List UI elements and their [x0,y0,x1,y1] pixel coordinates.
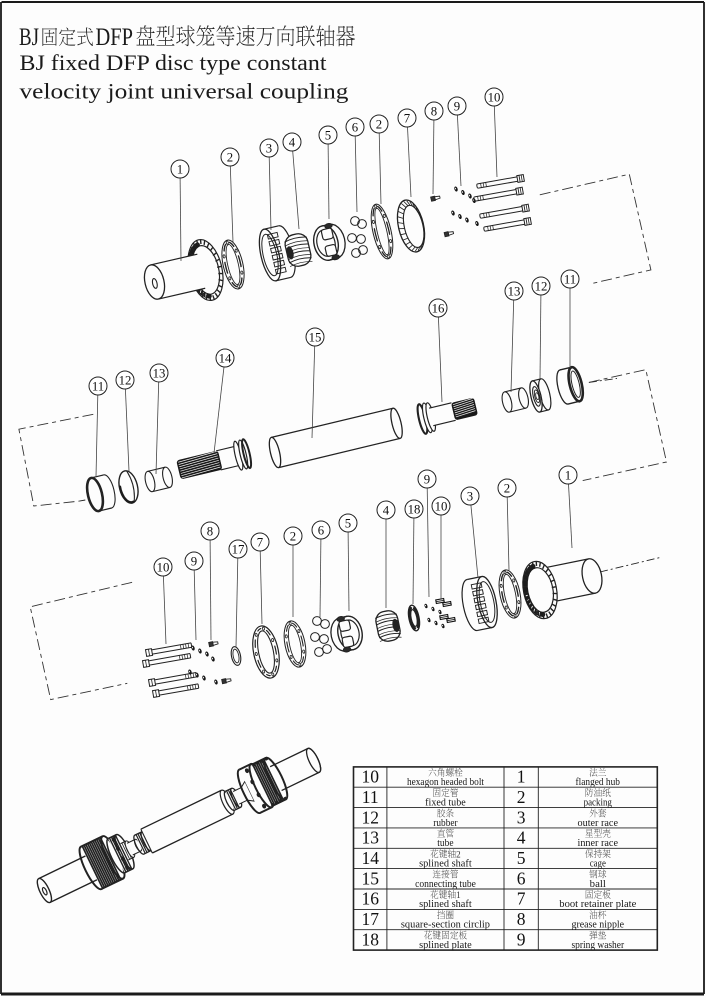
svg-text:15: 15 [361,868,379,888]
svg-text:6: 6 [318,523,325,537]
svg-text:2: 2 [504,481,510,495]
svg-text:17: 17 [232,542,245,556]
svg-text:1: 1 [565,468,571,482]
svg-text:10: 10 [435,499,448,513]
svg-text:boot retainer plate: boot retainer plate [559,899,637,910]
svg-text:16: 16 [361,889,379,909]
svg-text:BJ fixed DFP disc type constan: BJ fixed DFP disc type constant [20,50,327,75]
svg-text:fixed tube: fixed tube [425,798,466,809]
svg-text:6: 6 [352,120,359,134]
svg-text:12: 12 [535,279,548,293]
svg-text:BJ: BJ [19,24,39,51]
svg-text:4: 4 [289,135,296,149]
svg-text:grease nipple: grease nipple [572,920,625,931]
svg-text:11: 11 [92,379,104,393]
svg-text:DFP: DFP [96,24,134,51]
svg-text:ball: ball [590,879,606,890]
svg-text:9: 9 [517,929,526,949]
svg-text:10: 10 [157,560,170,574]
svg-text:2: 2 [227,150,233,164]
svg-text:2: 2 [376,117,382,131]
svg-text:9: 9 [454,99,460,113]
svg-text:3: 3 [266,141,272,155]
svg-text:5: 5 [325,128,331,142]
svg-text:5: 5 [345,516,351,530]
svg-text:11: 11 [362,787,379,807]
svg-text:connecting tube: connecting tube [415,879,476,890]
svg-text:rubber: rubber [433,818,458,829]
svg-text:splined shaft: splined shaft [419,859,472,870]
svg-text:9: 9 [424,472,430,486]
svg-text:1: 1 [177,162,183,176]
svg-text:12: 12 [361,807,379,827]
svg-text:splined plate: splined plate [419,940,472,951]
svg-text:18: 18 [408,502,421,516]
svg-text:packing: packing [584,798,612,809]
svg-text:13: 13 [153,366,166,380]
svg-text:17: 17 [361,909,379,929]
svg-text:15: 15 [309,330,322,344]
svg-text:1: 1 [456,890,461,900]
svg-text:14: 14 [219,351,232,365]
svg-text:hexagon headed bolt: hexagon headed bolt [407,777,484,788]
svg-text:outer race: outer race [578,818,619,829]
svg-text:18: 18 [361,929,379,949]
svg-text:16: 16 [432,301,445,315]
svg-text:tube: tube [437,838,454,849]
svg-text:2: 2 [456,849,461,859]
svg-text:6: 6 [517,868,526,888]
svg-text:velocity joint universal coupl: velocity joint universal coupling [20,78,349,103]
svg-text:11: 11 [564,272,576,286]
svg-text:2: 2 [290,529,296,543]
svg-text:7: 7 [404,111,411,125]
svg-text:13: 13 [508,284,521,298]
svg-text:3: 3 [517,807,526,827]
svg-text:12: 12 [119,373,132,387]
svg-text:4: 4 [517,828,526,848]
svg-text:1: 1 [517,767,526,787]
svg-text:7: 7 [517,889,526,909]
svg-text:splined shaft: splined shaft [419,899,472,910]
svg-text:square-section circlip: square-section circlip [401,920,490,931]
svg-text:flanged hub: flanged hub [576,777,621,788]
svg-text:8: 8 [517,909,526,929]
svg-text:14: 14 [361,848,379,868]
svg-text:3: 3 [467,489,473,503]
svg-text:10: 10 [361,767,379,787]
svg-text:spring washer: spring washer [572,940,625,951]
svg-text:cage: cage [590,859,607,870]
svg-text:7: 7 [257,535,264,549]
svg-text:4: 4 [383,503,390,517]
svg-text:9: 9 [191,554,197,568]
svg-text:2: 2 [517,787,526,807]
svg-text:inner race: inner race [578,838,619,849]
svg-text:8: 8 [207,524,213,538]
svg-text:5: 5 [517,848,526,868]
svg-text:10: 10 [488,90,501,104]
svg-text:13: 13 [361,828,379,848]
svg-text:8: 8 [431,104,437,118]
